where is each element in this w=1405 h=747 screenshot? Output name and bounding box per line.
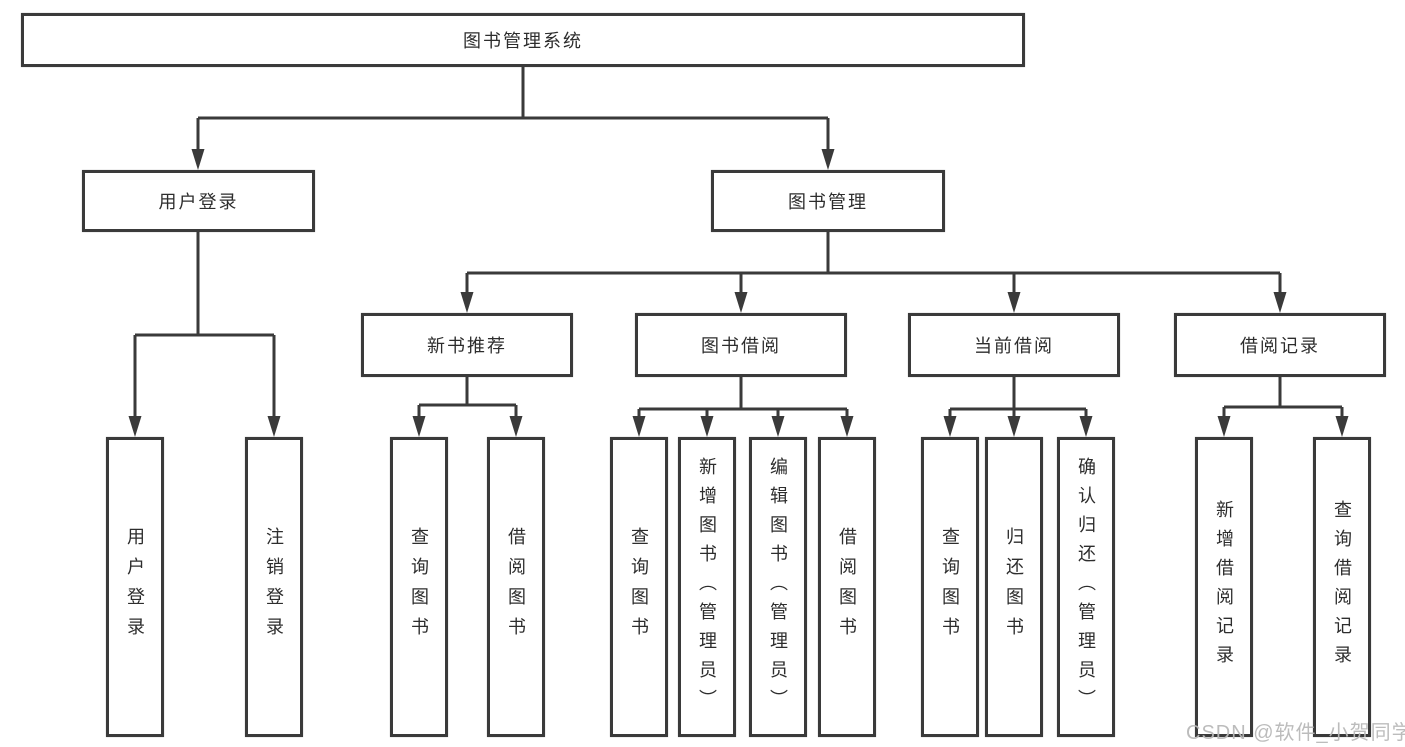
leaf-user-login: 用户登录: [106, 437, 164, 737]
leaf-query-books-borrowing-label: 查询图书: [629, 527, 649, 647]
leaf-query-books-recommend-label: 查询图书: [409, 527, 429, 647]
node-root-label: 图书管理系统: [463, 31, 583, 51]
leaf-borrow-books-label: 借阅图书: [837, 527, 857, 647]
leaf-return-books: 归还图书: [985, 437, 1043, 737]
leaf-query-books-current: 查询图书: [921, 437, 979, 737]
node-user-login-label: 用户登录: [158, 192, 239, 212]
leaf-confirm-return-admin: 确认归还（管理员）: [1057, 437, 1115, 737]
leaf-query-borrow-record-label: 查询借阅记录: [1332, 500, 1352, 674]
leaf-add-borrow-record: 新增借阅记录: [1195, 437, 1253, 737]
node-current-borrowing: 当前借阅: [908, 313, 1120, 377]
leaf-add-borrow-record-label: 新增借阅记录: [1214, 500, 1234, 674]
leaf-add-books-admin-label: 新增图书（管理员）: [697, 456, 717, 718]
leaf-query-borrow-record: 查询借阅记录: [1313, 437, 1371, 737]
leaf-query-books-recommend: 查询图书: [390, 437, 448, 737]
node-root: 图书管理系统: [21, 13, 1025, 67]
csdn-watermark: CSDN @软件_小贺同学: [1186, 722, 1405, 744]
node-book-management: 图书管理: [711, 170, 945, 232]
node-book-management-label: 图书管理: [788, 192, 868, 212]
leaf-confirm-return-admin-label: 确认归还（管理员）: [1076, 456, 1096, 718]
node-new-book-recommendation-label: 新书推荐: [427, 336, 507, 356]
node-current-borrowing-label: 当前借阅: [974, 336, 1054, 356]
leaf-edit-books-admin-label: 编辑图书（管理员）: [768, 456, 788, 718]
leaf-edit-books-admin: 编辑图书（管理员）: [749, 437, 807, 737]
leaf-logout: 注销登录: [245, 437, 303, 737]
leaf-logout-label: 注销登录: [264, 527, 284, 647]
leaf-borrow-books-recommend-label: 借阅图书: [506, 527, 526, 647]
node-new-book-recommendation: 新书推荐: [361, 313, 573, 377]
node-borrowing-records: 借阅记录: [1174, 313, 1386, 377]
leaf-borrow-books: 借阅图书: [818, 437, 876, 737]
node-user-login: 用户登录: [82, 170, 315, 232]
arrowheads: [128, 149, 1349, 437]
node-book-borrowing: 图书借阅: [635, 313, 847, 377]
node-book-borrowing-label: 图书借阅: [701, 336, 781, 356]
leaf-user-login-label: 用户登录: [125, 527, 145, 647]
leaf-borrow-books-recommend: 借阅图书: [487, 437, 545, 737]
tree-edges: [133, 67, 1344, 422]
leaf-add-books-admin: 新增图书（管理员）: [678, 437, 736, 737]
node-borrowing-records-label: 借阅记录: [1240, 336, 1320, 356]
leaf-return-books-label: 归还图书: [1004, 527, 1024, 647]
leaf-query-books-borrowing: 查询图书: [610, 437, 668, 737]
leaf-query-books-current-label: 查询图书: [940, 527, 960, 647]
